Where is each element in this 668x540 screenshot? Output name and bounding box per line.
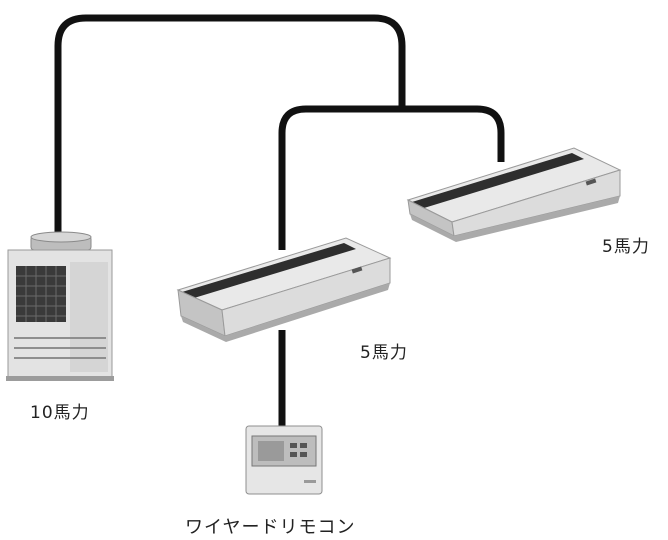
ac2-badge: [585, 178, 597, 186]
grille-lines: [16, 266, 66, 322]
main-pipe: [54, 14, 406, 238]
piping: [54, 14, 505, 428]
outdoor-grille: [16, 266, 66, 322]
indoor-unit-right: [406, 147, 622, 242]
outdoor-unit-label: 10馬力: [30, 403, 90, 423]
ac2-slot: [412, 153, 584, 208]
indoor-unit-center-label: 5馬力: [360, 343, 408, 363]
branch-pipe: [278, 105, 505, 250]
wired-remote: [245, 425, 323, 495]
remote-logo: [304, 480, 316, 483]
remote-label: ワイヤードリモコン: [185, 517, 356, 538]
indoor-unit-right-label: 5馬力: [602, 237, 650, 257]
indoor-unit-center: [176, 237, 392, 342]
outdoor-side-panel: [70, 262, 108, 372]
ac1-badge: [351, 266, 363, 274]
outdoor-vents: [14, 337, 106, 359]
ac1-slot: [182, 243, 356, 298]
fan-top: [30, 231, 92, 243]
remote-buttons: [290, 443, 307, 457]
remote-display: [258, 441, 284, 461]
outdoor-unit: [6, 231, 114, 381]
outdoor-base: [6, 376, 114, 381]
